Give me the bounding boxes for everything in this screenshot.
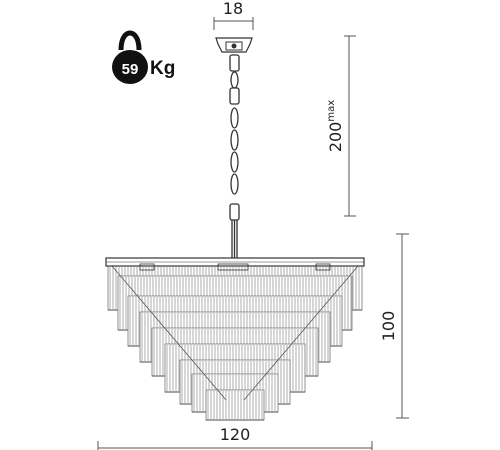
canopy-width-label: 18 xyxy=(223,0,243,18)
max-drop-superscript: max xyxy=(326,100,337,122)
frame-strut xyxy=(111,265,227,401)
height-label: 100 xyxy=(379,311,398,342)
max-drop-label: 200max xyxy=(326,100,345,152)
weight-value: 59 xyxy=(122,61,139,78)
weight-unit: Kg xyxy=(150,58,175,79)
canopy-width-dimension: 18 xyxy=(213,0,254,30)
suspension-chain xyxy=(229,54,240,258)
max-drop-value: 200 xyxy=(326,122,345,153)
diameter-label: 120 xyxy=(220,425,251,444)
ceiling-canopy xyxy=(215,37,253,53)
kettlebell-icon xyxy=(112,30,148,84)
crystal-tier xyxy=(205,389,265,421)
frame-strut xyxy=(243,265,359,401)
max-drop-dimension: 200max xyxy=(326,35,356,217)
diameter-dimension: 120 xyxy=(97,425,373,450)
weight-badge: 59 Kg xyxy=(112,30,175,84)
top-frame-ring xyxy=(105,257,365,271)
height-dimension: 100 xyxy=(379,233,409,419)
crystal-tiers xyxy=(107,265,363,421)
